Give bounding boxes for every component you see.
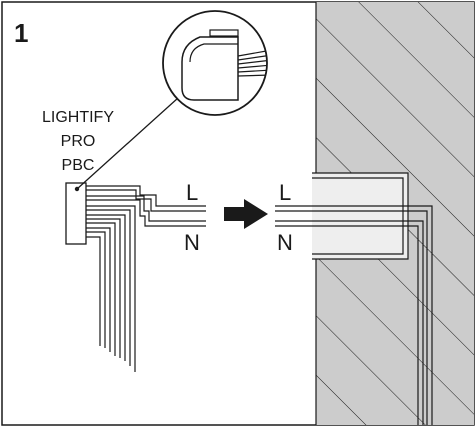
wall-box <box>312 172 409 260</box>
pbc-device <box>65 182 87 245</box>
device-wires <box>86 185 206 372</box>
device-zoom-callout <box>162 10 268 116</box>
left-live-label: L <box>186 180 198 205</box>
right-arrow-icon <box>224 199 268 229</box>
device-label-line-2: PRO <box>61 133 96 150</box>
device-label-line-1: LIGHTIFY <box>42 109 114 126</box>
left-neutral-label: N <box>184 230 200 255</box>
callout-line <box>76 97 179 190</box>
right-wires <box>275 205 433 425</box>
step-number: 1 <box>14 18 28 48</box>
right-neutral-label: N <box>277 230 293 255</box>
right-live-label: L <box>279 180 291 205</box>
device-label-line-3: PBC <box>62 157 95 174</box>
